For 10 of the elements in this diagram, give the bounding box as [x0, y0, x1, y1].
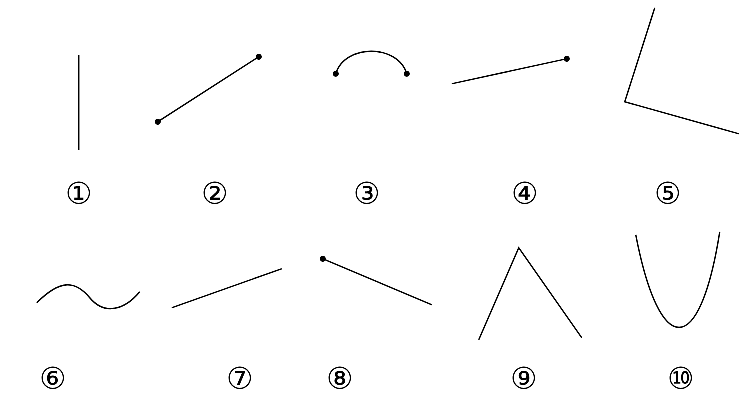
- figure-number: ⑧: [328, 366, 352, 390]
- figure-number: ⑤: [656, 182, 680, 204]
- figure-number: ③: [356, 182, 378, 204]
- figure-number: ②: [204, 182, 226, 204]
- figure-number: ④: [514, 182, 536, 204]
- figure-number: ⑩: [670, 366, 692, 390]
- figure-number: ⑥: [42, 366, 64, 390]
- figure-number: ⑨: [512, 366, 536, 390]
- figure-number: ⑦: [228, 366, 252, 390]
- figure-number: ①: [68, 182, 90, 204]
